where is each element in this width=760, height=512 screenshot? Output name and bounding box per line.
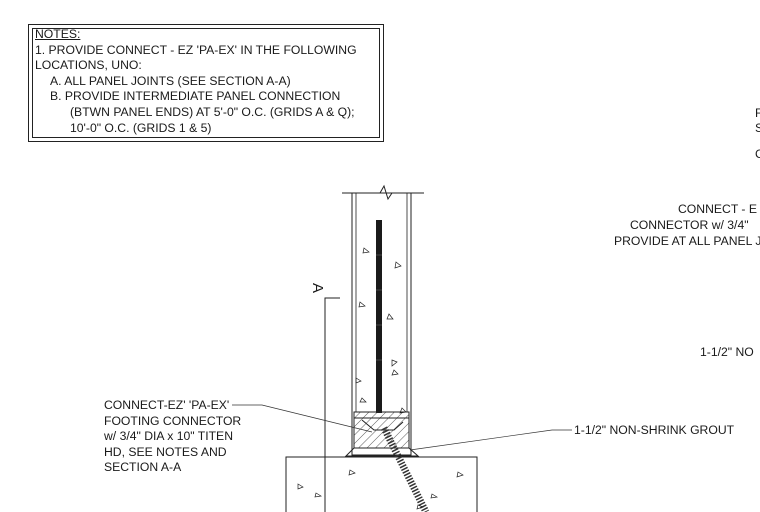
wall-panel <box>351 192 412 456</box>
connector-callout-line-1: CONNECT-EZ' 'PA-EX' <box>104 398 230 412</box>
aggregate-mark <box>314 492 322 498</box>
aggregate-marks <box>297 247 464 510</box>
aggregate-mark <box>456 471 464 478</box>
aggregate-mark <box>391 369 399 376</box>
notes-line-5: (BTWN PANEL ENDS) AT 5'-0" O.C. (GRIDS A… <box>70 104 355 119</box>
notes-line-6: 10'-0" O.C. (GRIDS 1 & 5) <box>70 120 212 135</box>
aggregate-mark <box>348 469 356 476</box>
connector-bracket <box>361 419 404 431</box>
aggregate-mark <box>394 261 402 269</box>
aggregate-mark <box>362 247 370 254</box>
connector-callout-line-5: SECTION A-A <box>104 460 182 475</box>
footing <box>285 456 478 512</box>
connector-callout-line-2: FOOTING CONNECTOR <box>104 413 242 428</box>
section-marker-label: A <box>309 283 326 294</box>
connector-leader <box>232 404 373 433</box>
aggregate-mark <box>391 359 398 367</box>
right-grout-partial: 1-1/2" NO <box>700 345 754 359</box>
aggregate-mark <box>386 313 394 320</box>
right-edge-char-1: F <box>755 106 760 120</box>
right-connect-line-2: CONNECTOR w/ 3/4" <box>630 218 749 232</box>
notes-box: NOTES: 1. PROVIDE CONNECT - EZ 'PA-EX' I… <box>28 24 384 142</box>
aggregate-mark <box>355 377 362 384</box>
notes-title: NOTES: <box>35 27 81 41</box>
connector-callout-line-4: HD, SEE NOTES AND <box>104 444 227 459</box>
connector-callout-line-3: w/ 3/4" DIA x 10" TITEN <box>104 429 233 444</box>
aggregate-mark <box>358 301 366 308</box>
notes-line-4: B. PROVIDE INTERMEDIATE PANEL CONNECTION <box>50 89 341 104</box>
grout-pad <box>344 447 420 457</box>
section-cut-line <box>324 297 340 512</box>
connector-callout: CONNECT-EZ' 'PA-EX' FOOTING CONNECTOR w/… <box>104 398 241 476</box>
right-edge-char-2: S <box>755 121 760 135</box>
notes-line-2: LOCATIONS, UNO: <box>35 58 142 73</box>
right-edge-char-3: C <box>755 147 760 161</box>
aggregate-mark <box>359 397 367 403</box>
notes-content: NOTES: 1. PROVIDE CONNECT - EZ 'PA-EX' I… <box>35 27 357 136</box>
aggregate-mark <box>416 504 425 510</box>
grout-callout: 1-1/2" NON-SHRINK GROUT <box>574 423 735 437</box>
right-connect-line-3: PROVIDE AT ALL PANEL J <box>614 234 760 248</box>
aggregate-mark <box>297 483 304 490</box>
right-connect-line-1: CONNECT - E <box>678 202 757 216</box>
anchor-bolt <box>380 426 430 512</box>
grout-leader <box>409 429 572 451</box>
notes-line-3: A. ALL PANEL JOINTS (SEE SECTION A-A) <box>50 73 291 88</box>
notes-line-1: 1. PROVIDE CONNECT - EZ 'PA-EX' IN THE F… <box>35 42 357 57</box>
rebar <box>376 220 382 413</box>
notes-box-inner-border <box>32 28 380 138</box>
aggregate-mark <box>399 407 407 414</box>
aggregate-mark <box>430 493 438 499</box>
